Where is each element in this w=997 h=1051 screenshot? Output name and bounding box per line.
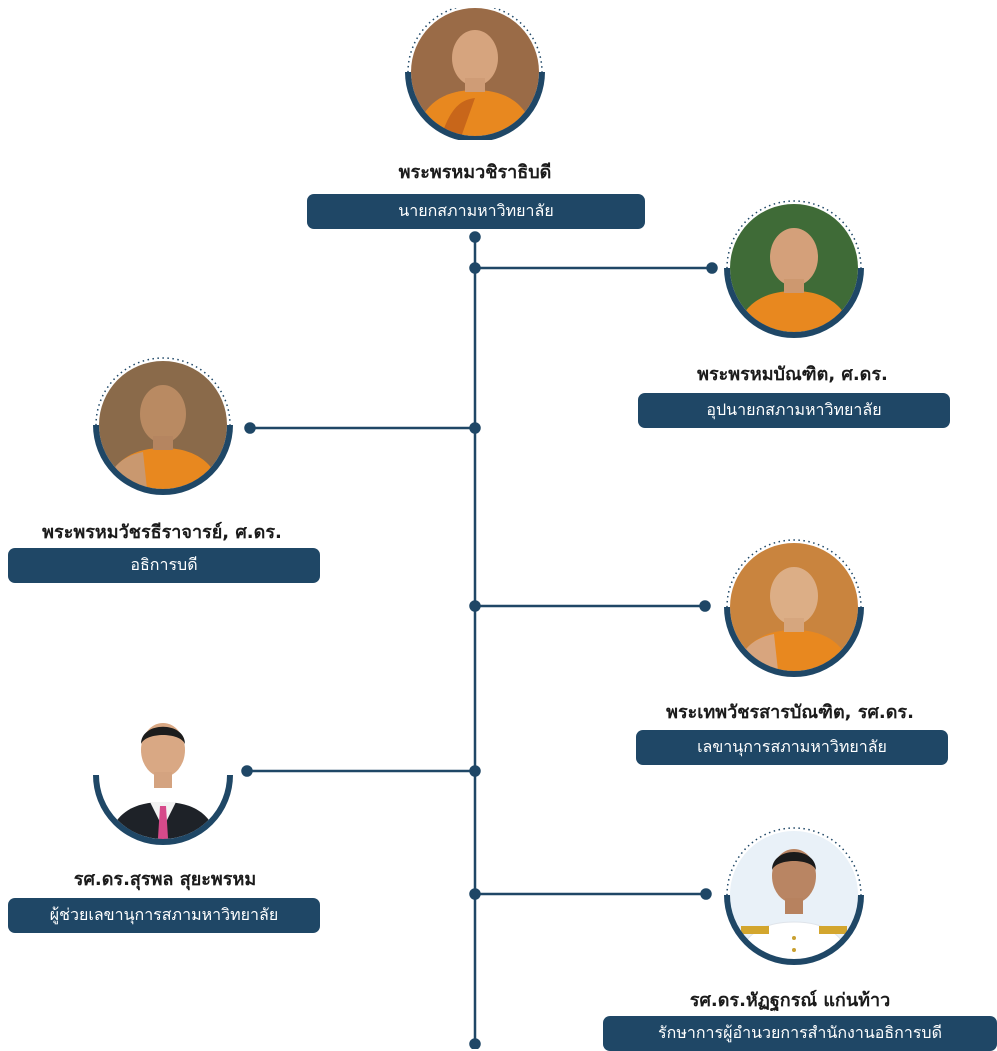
position-badge: รักษาการผู้อำนวยการสำนักงานอธิการบดี (603, 1016, 997, 1051)
position-badge: เลขานุการสภามหาวิทยาลัย (636, 730, 948, 765)
member-name: พระพรหมวชิราธิบดี (398, 162, 552, 183)
position-badge: อุปนายกสภามหาวิทยาลัย (638, 393, 950, 428)
position-badge: อธิการบดี (8, 548, 320, 583)
member-name: รศ.ดร.สุรพล สุยะพรหม (73, 869, 257, 890)
position-badge: นายกสภามหาวิทยาลัย (307, 194, 645, 229)
member-name: รศ.ดร.หัฏฐกรณ์ แก่นท้าว (689, 990, 891, 1011)
portrait-photo (719, 538, 869, 680)
portrait-photo (88, 706, 238, 848)
member-name: พระเทพวัชรสารบัณฑิต, รศ.ดร. (666, 702, 914, 723)
portrait-photo (400, 8, 550, 140)
portrait-photo (719, 199, 869, 341)
position-badge: ผู้ช่วยเลขานุการสภามหาวิทยาลัย (8, 898, 320, 933)
portrait-photo (719, 826, 869, 968)
member-name: พระพรหมวัชรธีราจารย์, ศ.ดร. (42, 522, 282, 543)
member-name: พระพรหมบัณฑิต, ศ.ดร. (697, 364, 888, 385)
portrait-photo (88, 356, 238, 498)
